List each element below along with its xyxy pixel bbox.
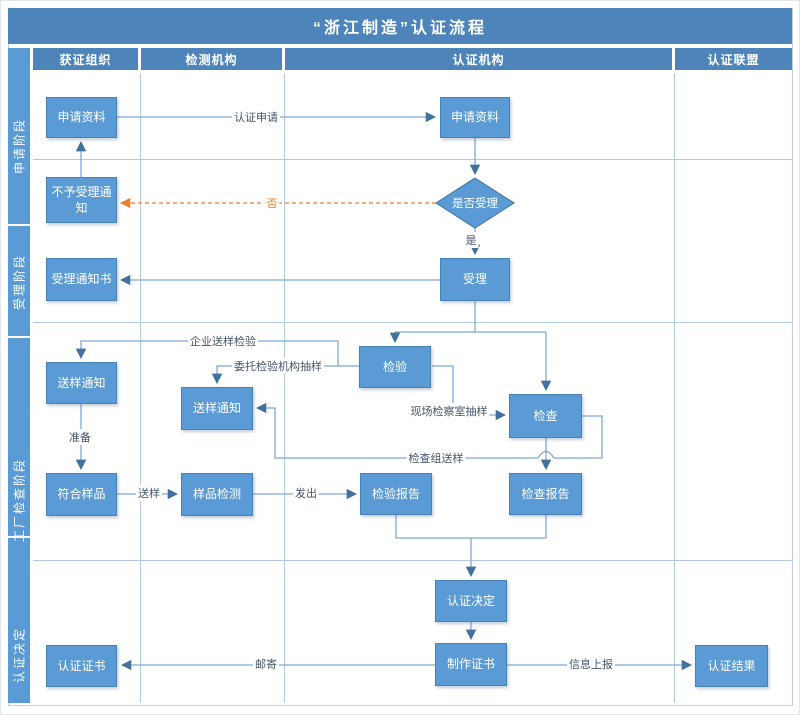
node-accept[interactable]: 受理 bbox=[440, 258, 510, 301]
edge-enterprise-sampling bbox=[75, 340, 359, 367]
edge-label-send-sample: 送样 bbox=[136, 485, 162, 501]
row-divider bbox=[33, 159, 792, 160]
edge-label-report-info: 信息上报 bbox=[567, 656, 615, 672]
diagram-title: “浙江制造”认证流程 bbox=[8, 8, 792, 44]
lane-header-cert-alliance: 认证联盟 bbox=[675, 48, 792, 70]
lane-header-testing-org: 检测机构 bbox=[141, 48, 282, 70]
node-testing[interactable]: 检验 bbox=[359, 346, 431, 388]
node-apply-docs-org[interactable]: 申请资料 bbox=[46, 97, 117, 138]
edge-label-prepare: 准备 bbox=[67, 429, 93, 445]
node-sample-testing[interactable]: 样品检测 bbox=[181, 473, 253, 516]
lane-header-cert-body: 认证机构 bbox=[285, 48, 672, 70]
node-qualified-sample[interactable]: 符合样品 bbox=[46, 473, 117, 516]
phase-strip-divider bbox=[8, 224, 30, 226]
node-sample-notice-org[interactable]: 送样通知 bbox=[46, 362, 117, 404]
edge-label-enterprise-sampling: 企业送样检验 bbox=[188, 333, 258, 349]
edge-label-issue: 发出 bbox=[293, 485, 319, 501]
node-certificate[interactable]: 认证证书 bbox=[46, 645, 117, 687]
edge-label-yes: 是 bbox=[463, 232, 479, 248]
node-is-accepted[interactable]: 是否受理 bbox=[452, 198, 498, 210]
edge-label-mail: 邮寄 bbox=[253, 656, 279, 672]
edge-label-apply: 认证申请 bbox=[232, 109, 280, 125]
phase-strip bbox=[8, 48, 30, 703]
node-inspect-report[interactable]: 检查报告 bbox=[509, 473, 582, 515]
edge-report-merge bbox=[395, 515, 547, 539]
node-reject-notice[interactable]: 不予受理通知 bbox=[46, 177, 117, 223]
phase-label-certification-decision: 认证决定 bbox=[12, 626, 27, 684]
edge-accept-branch bbox=[395, 301, 546, 333]
node-inspection[interactable]: 检查 bbox=[509, 394, 582, 438]
node-make-cert[interactable]: 制作证书 bbox=[435, 643, 507, 686]
node-cert-decision[interactable]: 认证决定 bbox=[435, 580, 507, 622]
edge-label-entrust-sampling: 委托检验机构抽样 bbox=[232, 358, 324, 374]
edge-label-onsite-sampling: 现场检察室抽样 bbox=[408, 403, 490, 419]
phase-label-factory-inspection: 工厂检查阶段 bbox=[12, 457, 27, 543]
node-cert-result[interactable]: 认证结果 bbox=[695, 645, 768, 687]
edge-label-no: 否 bbox=[264, 195, 280, 211]
phase-strip-divider bbox=[8, 536, 30, 538]
phase-strip-divider bbox=[8, 336, 30, 338]
phase-label-acceptance: 受理阶段 bbox=[12, 253, 27, 311]
lane-divider bbox=[674, 73, 675, 703]
lane-divider bbox=[140, 73, 141, 703]
lane-divider bbox=[284, 73, 285, 703]
node-accept-notice[interactable]: 受理通知书 bbox=[46, 258, 117, 301]
node-sample-notice-lab[interactable]: 送样通知 bbox=[181, 387, 253, 430]
row-divider bbox=[33, 322, 792, 323]
edge-team-sampling-right bbox=[554, 415, 603, 459]
decision-diamond[interactable] bbox=[435, 177, 515, 229]
row-divider bbox=[33, 560, 792, 561]
node-test-report[interactable]: 检验报告 bbox=[360, 473, 432, 515]
node-apply-docs-cert[interactable]: 申请资料 bbox=[440, 97, 510, 138]
lane-header-certified-org: 获证组织 bbox=[33, 48, 138, 70]
edge-label-team-sampling: 检查组送样 bbox=[406, 450, 466, 466]
phase-label-application: 申请阶段 bbox=[12, 117, 27, 175]
